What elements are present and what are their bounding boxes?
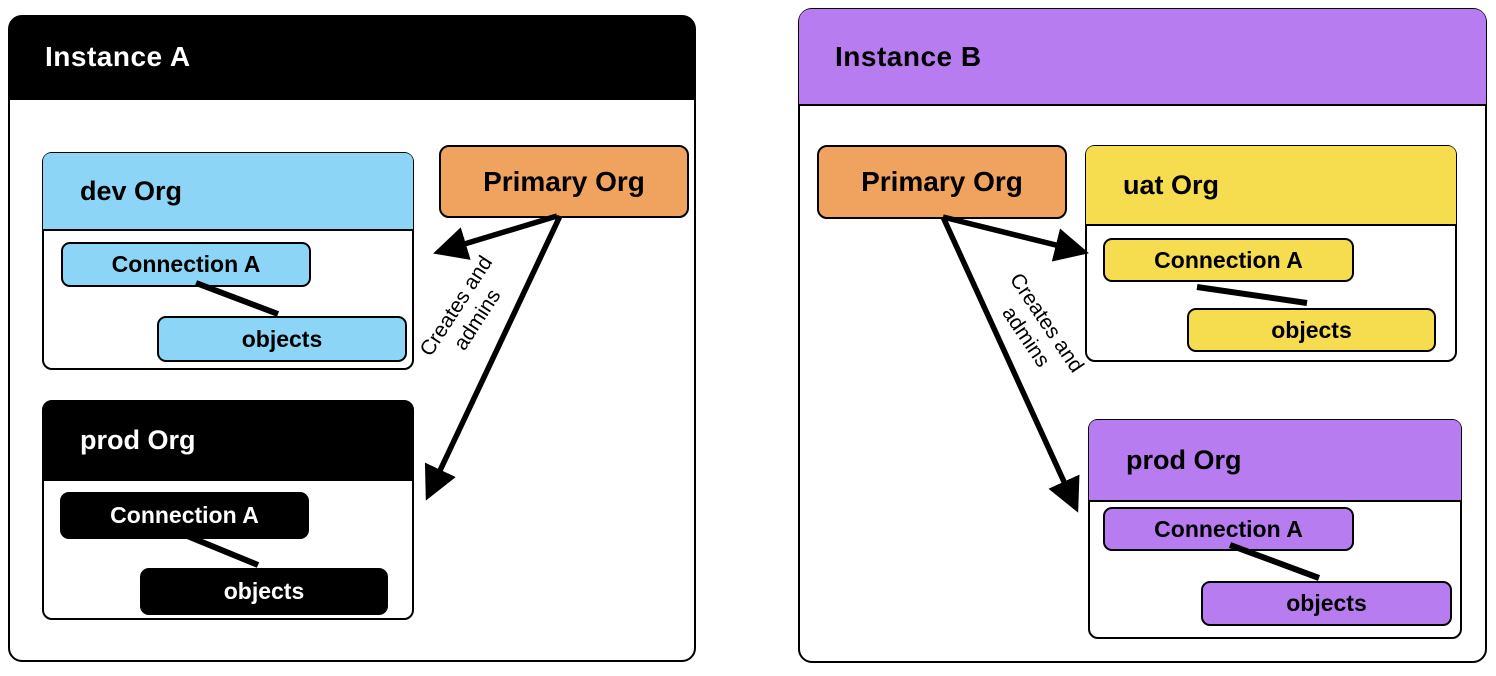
uat-org-header: uat Org (1086, 146, 1456, 226)
prod-org-b-connection-a-node: Connection A (1103, 507, 1354, 551)
dev-org-title: dev Org (80, 175, 183, 206)
primary-org-a-node: Primary Org (439, 145, 689, 218)
prod-org-a-title: prod Org (80, 424, 196, 455)
dev-org-objects-node: objects (157, 316, 407, 362)
prod-org-b-header: prod Org (1089, 420, 1461, 502)
uat-org-connection-a-node: Connection A (1103, 238, 1354, 282)
uat-org-box: uat Org Connection A objects (1085, 145, 1457, 362)
prod-org-a-box: prod Org Connection A objects (42, 400, 414, 620)
prod-org-b-title: prod Org (1126, 444, 1242, 475)
prod-org-a-header: prod Org (43, 401, 413, 481)
uat-org-objects-node: objects (1187, 308, 1436, 352)
instance-b-container: Instance B Primary Org uat Org Connectio… (798, 8, 1487, 663)
uat-org-title: uat Org (1123, 169, 1220, 200)
instance-b-header: Instance B (799, 9, 1486, 106)
instance-b-title: Instance B (835, 40, 982, 72)
dev-org-header: dev Org (43, 153, 413, 231)
instance-a-title: Instance A (45, 41, 191, 72)
prod-org-a-objects-node: objects (140, 568, 388, 615)
dev-org-connection-a-node: Connection A (61, 242, 311, 287)
prod-org-b-objects-node: objects (1201, 581, 1452, 626)
instance-a-container: Instance A dev Org Connection A objects … (8, 15, 696, 662)
primary-org-b-node: Primary Org (817, 145, 1067, 219)
instance-a-header: Instance A (9, 16, 695, 100)
prod-org-a-connection-a-node: Connection A (60, 492, 309, 539)
prod-org-b-box: prod Org Connection A objects (1088, 419, 1462, 639)
dev-org-box: dev Org Connection A objects (42, 152, 414, 370)
